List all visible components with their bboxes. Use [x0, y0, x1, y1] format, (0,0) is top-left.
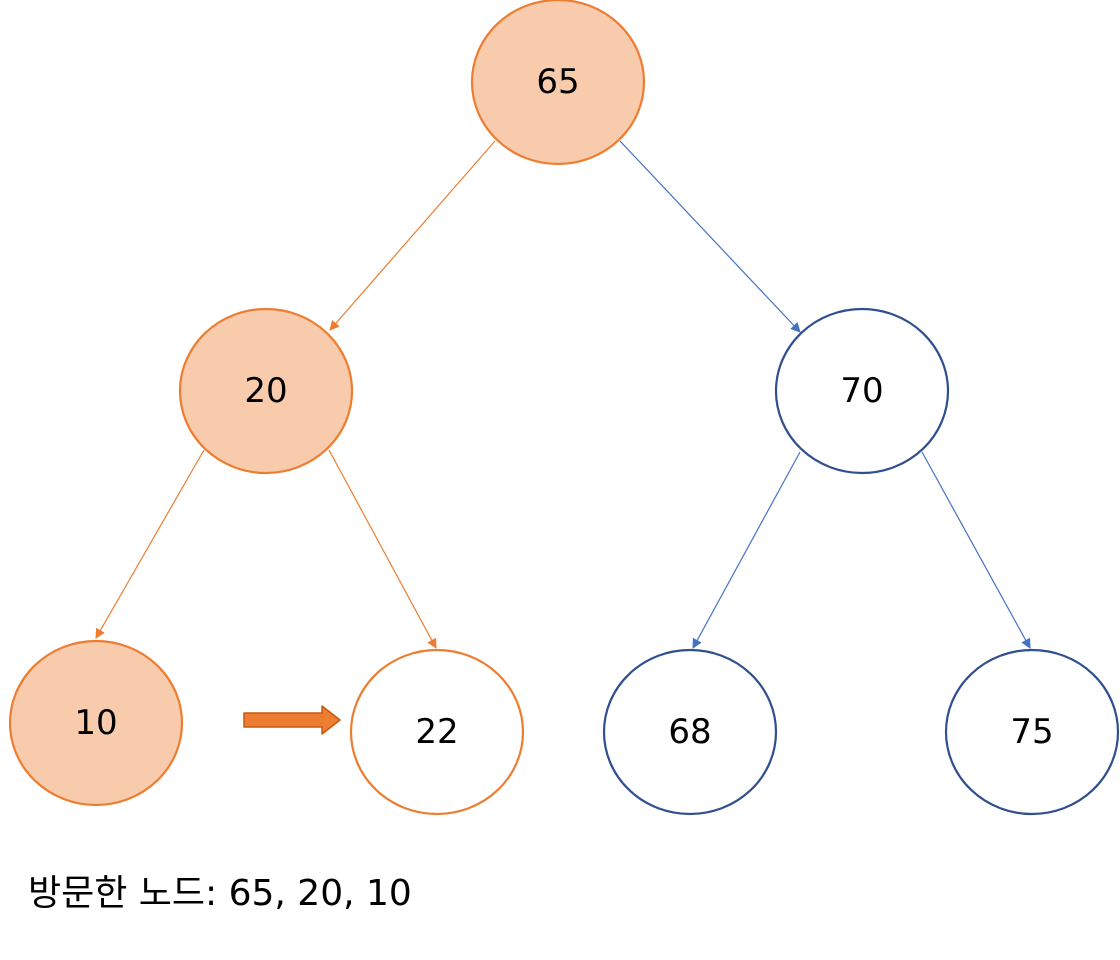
node-10-circle	[8, 639, 184, 807]
edge-70-75	[921, 451, 1031, 649]
node-10-label: 10	[74, 703, 117, 743]
edge-70-68	[692, 451, 801, 649]
edge-20-10	[95, 449, 205, 639]
edge-65-70	[619, 140, 801, 333]
current-pointer-arrow	[243, 705, 341, 735]
node-20-label: 20	[244, 371, 287, 411]
node-68-label: 68	[668, 712, 711, 752]
node-68: 68	[602, 648, 778, 816]
edge-20-22	[328, 449, 437, 649]
node-68-circle	[602, 648, 778, 816]
node-65: 65	[470, 0, 646, 166]
node-22-label: 22	[415, 712, 458, 752]
node-75-label: 75	[1010, 712, 1053, 752]
node-70-circle	[774, 307, 950, 475]
node-75-circle	[944, 648, 1120, 816]
node-22-circle	[349, 648, 525, 816]
visited-nodes-caption: 방문한 노드: 65, 20, 10	[28, 873, 412, 914]
node-75: 75	[944, 648, 1120, 816]
edge-65-20	[329, 140, 496, 331]
node-65-label: 65	[536, 62, 579, 102]
node-65-circle	[470, 0, 646, 166]
node-22: 22	[349, 648, 525, 816]
node-20-circle	[178, 307, 354, 475]
node-10: 10	[8, 639, 184, 807]
node-70: 70	[774, 307, 950, 475]
node-70-label: 70	[840, 371, 883, 411]
node-20: 20	[178, 307, 354, 475]
